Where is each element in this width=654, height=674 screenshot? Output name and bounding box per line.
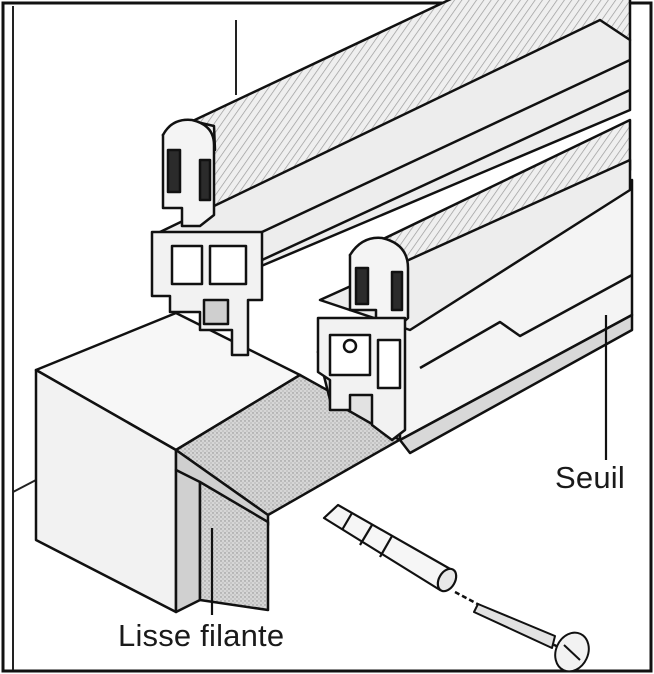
leader-lines	[210, 315, 608, 615]
wall	[12, 6, 237, 670]
screw	[454, 590, 590, 673]
sliding-frame-profile-right	[316, 118, 632, 442]
lisse-filante-label: Lisse filante	[118, 618, 285, 653]
seuil-label: Seuil	[555, 460, 625, 495]
wall-plug	[322, 503, 458, 593]
sliding-frame-profile-left	[150, 0, 632, 357]
